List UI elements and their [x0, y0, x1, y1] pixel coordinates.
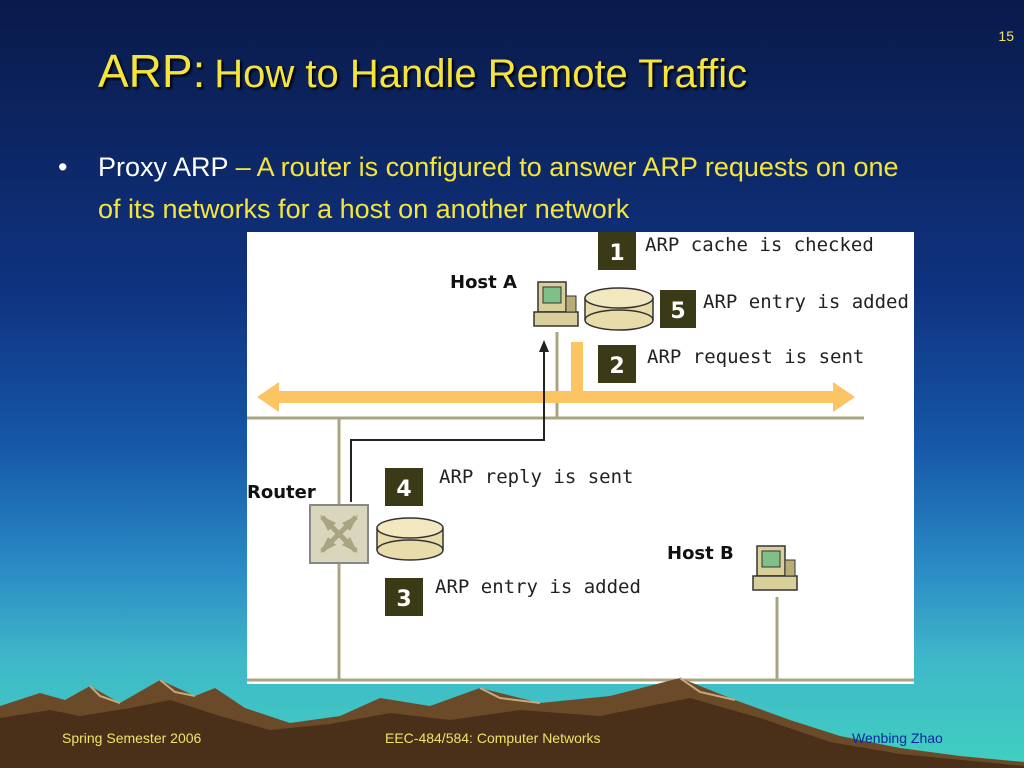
- step-4-number: 4: [396, 477, 411, 502]
- step-2: 2 ARP request is sent: [598, 345, 864, 383]
- step-3: 3 ARP entry is added: [385, 576, 641, 616]
- title-main: How to Handle Remote Traffic: [214, 52, 748, 96]
- step-1-label: ARP cache is checked: [645, 234, 874, 256]
- step-5-number: 5: [670, 299, 685, 324]
- step-2-box: [598, 345, 636, 383]
- step-5: 5 ARP entry is added: [660, 290, 909, 328]
- step-4-label: ARP reply is sent: [439, 466, 633, 488]
- diagram-svg: Host A Host B Router 1 ARP cache is chec…: [247, 232, 914, 682]
- bullet-text: Proxy ARP – A router is configured to an…: [98, 146, 918, 230]
- step-4-box: [385, 468, 423, 506]
- step-5-label: ARP entry is added: [703, 291, 909, 313]
- host-a-computer-icon: [533, 281, 579, 327]
- footer-course: EEC-484/584: Computer Networks: [385, 730, 601, 746]
- step-1-box: [598, 232, 636, 270]
- step-3-box: [385, 578, 423, 616]
- mountain-range-decoration: [0, 677, 1024, 768]
- router-icon: [309, 504, 369, 564]
- host-a-label: Host A: [450, 272, 517, 293]
- step-4: 4 ARP reply is sent: [385, 466, 633, 506]
- step-5-box: [660, 290, 696, 328]
- step-3-label: ARP entry is added: [435, 576, 641, 598]
- proxy-arp-diagram: Host A Host B Router 1 ARP cache is chec…: [247, 232, 914, 684]
- bullet-dash: –: [235, 152, 251, 182]
- footer-semester: Spring Semester 2006: [62, 730, 202, 746]
- router-arp-cache-icon: [376, 517, 444, 561]
- step-1-number: 1: [609, 241, 624, 266]
- step-2-label: ARP request is sent: [647, 346, 864, 368]
- host-b-computer-icon: [752, 545, 798, 591]
- footer-author: Wenbing Zhao: [852, 730, 943, 746]
- host-a-arp-cache-icon: [584, 287, 654, 331]
- bullet-term: Proxy ARP: [98, 152, 229, 182]
- bullet-item: • Proxy ARP – A router is configured to …: [58, 146, 918, 230]
- broadcast-arrow: [257, 342, 855, 412]
- step-3-number: 3: [396, 587, 411, 612]
- step-1: 1 ARP cache is checked: [598, 232, 874, 270]
- bullet-dot-icon: •: [58, 152, 68, 182]
- bullet-description: A router is configured to answer ARP req…: [98, 152, 899, 224]
- host-b-label: Host B: [667, 543, 734, 564]
- reply-arrow: [350, 340, 549, 502]
- router-label: Router: [247, 482, 316, 503]
- slide-number: 15: [998, 28, 1014, 44]
- title-prefix: ARP:: [98, 45, 206, 97]
- slide-title: ARP: How to Handle Remote Traffic: [98, 44, 747, 98]
- step-2-number: 2: [609, 354, 624, 379]
